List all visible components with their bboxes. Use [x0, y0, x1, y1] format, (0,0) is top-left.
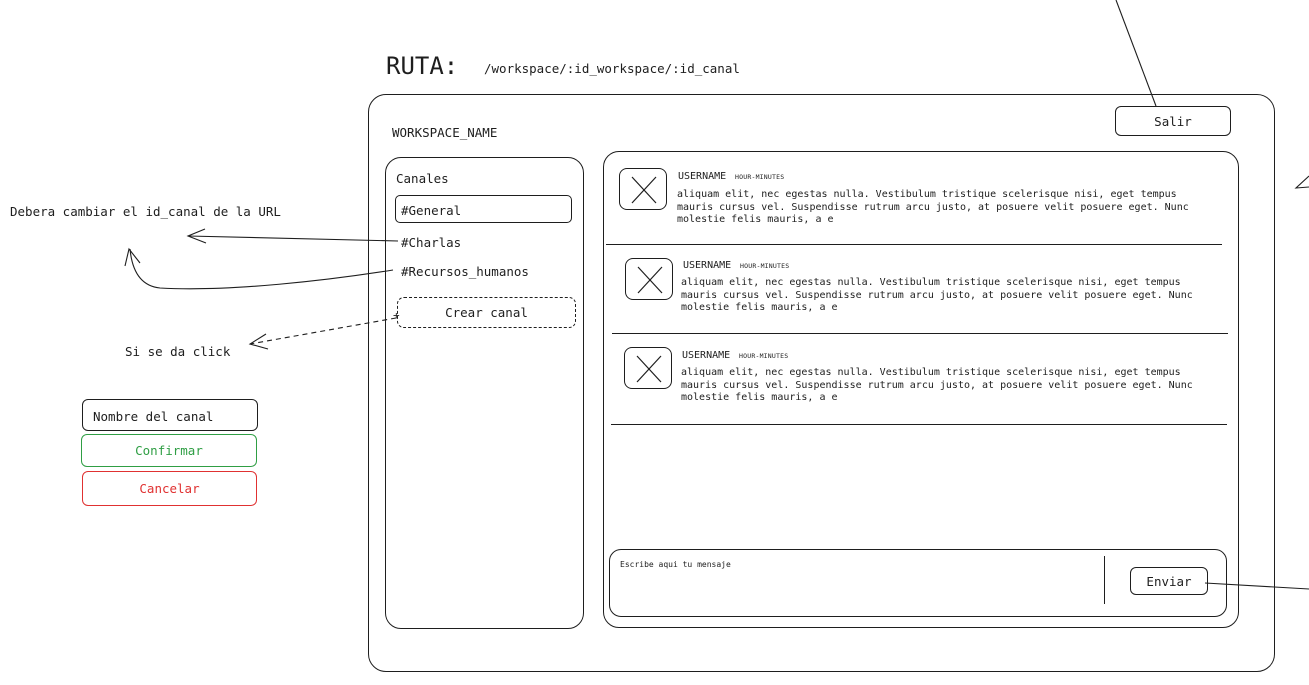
avatar	[625, 258, 673, 300]
composer-divider	[1104, 556, 1105, 604]
cancel-button[interactable]: Cancelar	[82, 471, 257, 506]
annotation-url-change: Debera cambiar el id_canal de la URL	[10, 204, 281, 219]
message-text: aliquam elit, nec egestas nulla. Vestibu…	[681, 367, 1193, 403]
avatar	[619, 168, 667, 210]
annotation-on-click: Si se da click	[125, 344, 231, 359]
message-username: USERNAME	[682, 350, 731, 361]
arrow-to-logout	[1115, 0, 1157, 107]
arrow-head-partial	[1294, 175, 1309, 189]
message-divider	[606, 244, 1222, 245]
image-placeholder-icon	[636, 355, 662, 383]
chat-panel	[603, 151, 1239, 628]
message-input-placeholder[interactable]: Escribe aqui tu mensaje	[620, 560, 731, 569]
channels-sidebar	[385, 157, 584, 629]
send-button-label: Enviar	[1146, 573, 1192, 589]
cancel-button-label: Cancelar	[139, 481, 200, 496]
message-text: aliquam elit, nec egestas nulla. Vestibu…	[681, 277, 1193, 313]
message-username: USERNAME	[678, 171, 727, 182]
avatar	[624, 347, 672, 389]
sidebar-item-general[interactable]: #General	[395, 195, 572, 223]
workspace-frame	[368, 94, 1275, 672]
sidebar-item-charlas[interactable]: #Charlas	[401, 235, 462, 250]
message-time: HOUR-MINUTES	[740, 262, 790, 270]
confirm-button-label: Confirmar	[135, 443, 203, 458]
create-channel-button-label: Crear canal	[445, 305, 528, 320]
route-path: /workspace/:id_workspace/:id_canal	[484, 61, 740, 76]
plus-icon: +	[393, 309, 400, 322]
route-label: RUTA:	[386, 52, 459, 80]
create-channel-button[interactable]: Crear canal	[397, 297, 576, 328]
arrow-charlas-to-note	[187, 235, 399, 242]
logout-button-label: Salir	[1154, 113, 1192, 129]
workspace-name: WORKSPACE_NAME	[392, 125, 498, 140]
image-placeholder-icon	[631, 176, 657, 204]
sidebar-item-label: #General	[401, 203, 462, 218]
channel-name-placeholder: Nombre del canal	[93, 409, 214, 424]
arrow-recursos-to-note	[129, 248, 394, 290]
message-divider	[612, 333, 1228, 334]
message-divider	[611, 424, 1227, 425]
logout-button[interactable]: Salir	[1115, 106, 1231, 136]
send-button[interactable]: Enviar	[1130, 567, 1208, 595]
message-text: aliquam elit, nec egestas nulla. Vestibu…	[677, 189, 1189, 225]
image-placeholder-icon	[637, 266, 663, 294]
sidebar-item-recursos-humanos[interactable]: #Recursos_humanos	[401, 264, 529, 279]
channel-name-field[interactable]: Nombre del canal	[82, 399, 258, 431]
message-time: HOUR-MINUTES	[735, 173, 785, 181]
message-username: USERNAME	[683, 260, 732, 271]
message-time: HOUR-MINUTES	[739, 352, 789, 360]
confirm-button[interactable]: Confirmar	[81, 434, 257, 467]
sidebar-title: Canales	[396, 171, 449, 186]
